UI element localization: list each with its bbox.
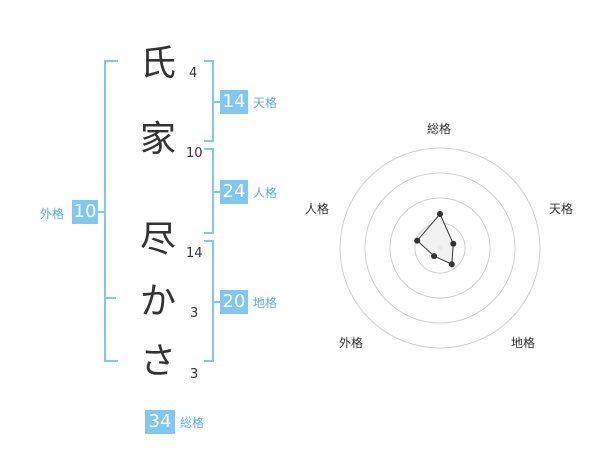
radar-point-2 — [448, 261, 455, 268]
chikaku-connector — [214, 301, 220, 303]
gaikaku-value-badge: 10 — [72, 200, 98, 224]
jinkaku-value-badge: 24 — [220, 180, 248, 204]
jinkaku-label: 人格 — [253, 186, 278, 200]
radar-point-1 — [450, 240, 457, 247]
name-char-3: 尽 — [139, 219, 176, 260]
stroke-count-2: 10 — [186, 146, 203, 161]
soukaku-label: 総格 — [180, 416, 205, 430]
gaikaku-label: 外格 — [40, 207, 65, 221]
radar-label-gaikaku: 外格 — [339, 336, 364, 350]
name-char-5: さ — [139, 341, 176, 382]
stroke-count-5: 3 — [190, 367, 199, 382]
radar-ring — [339, 147, 541, 349]
radar-value-polygon — [416, 213, 454, 265]
jinkaku-bracket — [204, 148, 214, 234]
radar-chart — [339, 147, 541, 349]
soukaku-value-badge: 34 — [145, 410, 175, 434]
chikaku-bracket — [204, 240, 214, 362]
gaikaku-connector — [98, 211, 104, 213]
gaikaku-bracket — [104, 60, 118, 362]
radar-point-3 — [431, 253, 438, 260]
radar-point-0 — [437, 211, 443, 217]
tenkaku-connector — [214, 101, 220, 103]
radar-ring — [389, 197, 491, 299]
radar-ring — [364, 172, 516, 324]
radar-label-jinkaku: 人格 — [305, 202, 330, 216]
name-char-2: 家 — [139, 119, 176, 160]
tenkaku-label: 天格 — [253, 96, 278, 110]
radar-label-soukaku: 総格 — [427, 122, 452, 136]
name-char-4: か — [139, 281, 176, 322]
radar-point-4 — [414, 237, 421, 244]
chikaku-label: 地格 — [253, 296, 278, 310]
name-char-1: 氏 — [139, 43, 176, 84]
radar-label-chikaku: 地格 — [511, 336, 536, 350]
jinkaku-connector — [214, 191, 220, 193]
stroke-count-3: 14 — [186, 246, 203, 261]
radar-label-tenkaku: 天格 — [549, 202, 574, 216]
tenkaku-bracket — [204, 60, 214, 142]
gaikaku-bracket-tick — [104, 297, 116, 299]
chikaku-value-badge: 20 — [220, 290, 248, 314]
tenkaku-value-badge: 14 — [220, 90, 248, 114]
stroke-count-4: 3 — [190, 306, 199, 321]
stroke-count-1: 4 — [189, 66, 198, 81]
